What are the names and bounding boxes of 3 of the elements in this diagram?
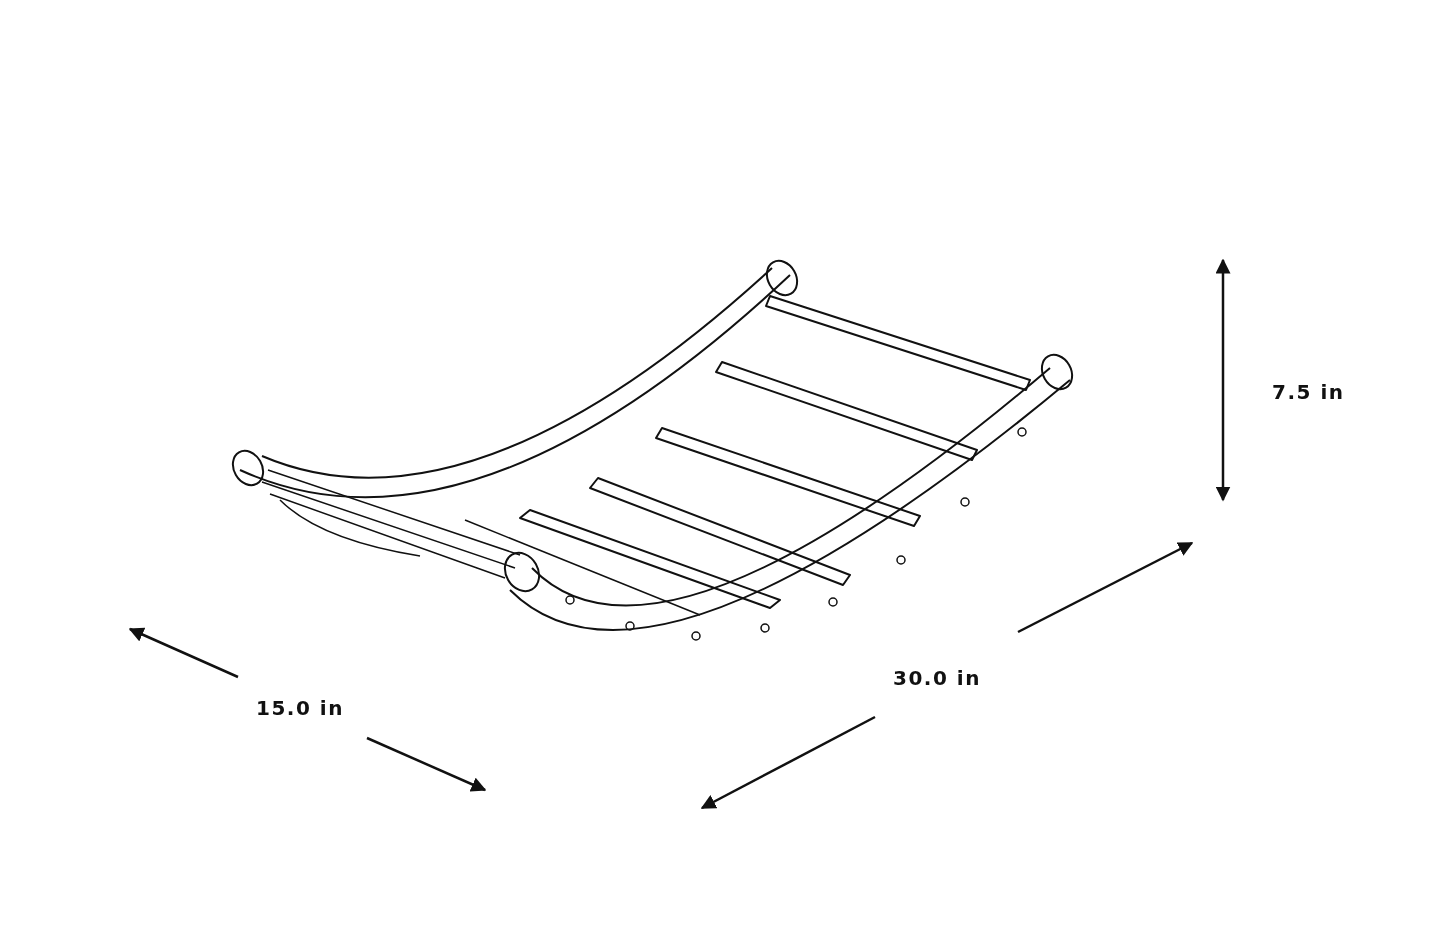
dimension-label: 30.0 in (893, 666, 981, 690)
dimension-label: 7.5 in (1272, 380, 1345, 404)
dimension-label: 15.0 in (256, 696, 344, 720)
